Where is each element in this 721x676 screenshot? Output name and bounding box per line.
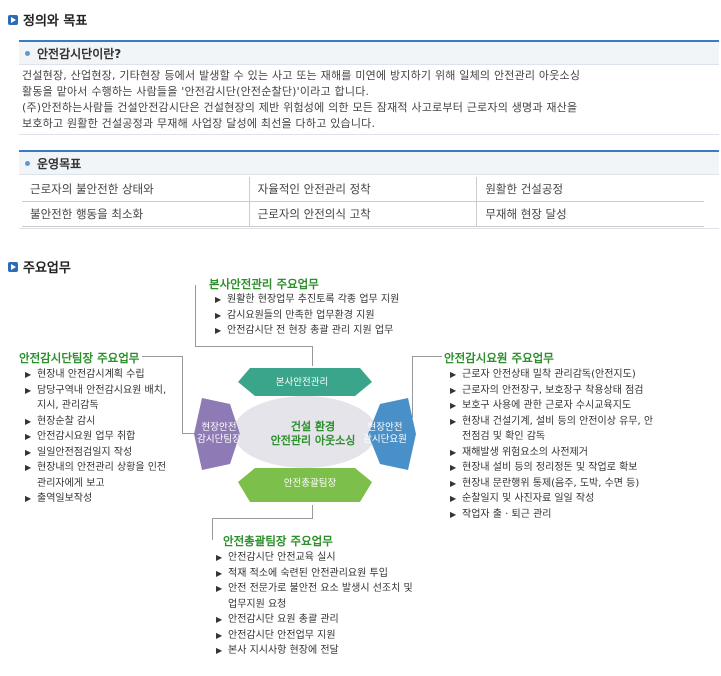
table-row: 근로자의 불안전한 상태와 자율적인 안전관리 정착 원활한 건설공정 — [22, 177, 704, 202]
list-item: 근로자 안전상태 밀착 관리감독(안전지도) — [450, 367, 662, 383]
bullet-dot-icon — [25, 160, 30, 166]
list-item: 보호구 사용에 관한 근로자 수시교육지도 — [450, 398, 662, 414]
bullet-dot-icon — [25, 50, 30, 56]
right-petal-label: 현장안전 감시단요원 — [354, 422, 416, 446]
table-cell: 근로자의 안전의식 고착 — [249, 201, 478, 227]
role-title-hq: 본사안전관리 주요업무 — [209, 277, 319, 291]
list-item: 안전감시요원 업무 취합 — [25, 429, 177, 445]
connector-line — [412, 356, 413, 418]
definition-line: 활동을 맡아서 수행하는 사람들을 '안전감시단(안전순찰단)'이라고 합니다. — [22, 85, 370, 98]
connector-line — [312, 505, 313, 519]
left-petal-label: 현장안전 감시단팀장 — [196, 422, 242, 446]
section-title-duties: 주요업무 — [8, 257, 71, 276]
section-title-text: 주요업무 — [23, 261, 71, 276]
list-item: 안전 전문가로 불안전 요소 발생시 선조치 및 업무지원 요청 — [216, 581, 414, 612]
definition-line: 건설현장, 산업현장, 기타현장 등에서 발생할 수 있는 사고 또는 재해를 … — [22, 69, 581, 82]
role-title-monitor: 안전감시요원 주요업무 — [444, 351, 554, 365]
connector-line — [212, 518, 312, 519]
connector-line — [212, 518, 213, 540]
connector-line — [412, 356, 442, 357]
list-item: 순찰일지 및 사진자료 일일 작성 — [450, 491, 662, 507]
right-petal — [368, 398, 416, 470]
list-item: 재해발생 위험요소의 사전제거 — [450, 445, 662, 461]
arrow-box-icon — [8, 261, 18, 272]
role-title-team-leader: 안전감시단팀장 주요업무 — [19, 351, 140, 365]
section-title-definition: 정의와 목표 — [8, 10, 87, 29]
list-item: 안전감시단 전 현장 총괄 관리 지원 업무 — [215, 323, 415, 339]
list-item: 적재 적소에 숙련된 안전관리요원 투입 — [216, 566, 414, 582]
list-item: 안전감시단 안전교육 실시 — [216, 550, 414, 566]
left-petal — [194, 398, 240, 470]
table-cell: 불안전한 행동을 최소화 — [22, 201, 250, 227]
center-ellipse — [233, 396, 377, 468]
list-item: 작업자 출 · 퇴근 관리 — [450, 507, 662, 523]
list-item: 현장내 문란행위 통제(음주, 도박, 수면 등) — [450, 476, 662, 492]
list-item: 현장내 건설기계, 설비 등의 안전이상 유무, 안전점검 및 확인 감독 — [450, 414, 662, 445]
section-title-text: 정의와 목표 — [23, 14, 88, 29]
definition-line: (주)안전하는사람들 건설안전감시단은 건설현장의 제반 위험성에 의한 모든 … — [22, 101, 578, 114]
petal-label-line: 감시단팀장 — [197, 434, 241, 445]
connector-line — [195, 285, 196, 347]
list-item: 현장내 안전감시계획 수립 — [25, 367, 177, 383]
list-item: 출역일보작성 — [25, 491, 177, 507]
table-cell: 자율적인 안전관리 정착 — [249, 177, 478, 202]
list-item: 감시요원들의 만족한 업무환경 지원 — [215, 308, 415, 324]
bottom-petal — [238, 468, 372, 502]
goals-header: 운영목표 — [19, 150, 719, 175]
connector-line — [182, 433, 200, 434]
role-list-hq: 원활한 현장업무 추진토록 각종 업무 지원 감시요원들의 만족한 업무환경 지… — [215, 292, 415, 339]
list-item: 근로자의 안전장구, 보호장구 착용상태 점검 — [450, 383, 662, 399]
role-list-monitor: 근로자 안전상태 밀착 관리감독(안전지도) 근로자의 안전장구, 보호장구 착… — [450, 367, 662, 522]
goals-header-text: 운영목표 — [37, 156, 82, 171]
connector-line — [142, 356, 182, 357]
table-cell: 원활한 건설공정 — [476, 177, 704, 202]
petal-label-line: 현장안전 — [367, 422, 403, 433]
list-item: 본사 지시사항 현장에 전달 — [216, 643, 414, 659]
duties-diagram — [194, 368, 416, 502]
connector-line — [312, 346, 313, 366]
petal-label-line: 감시단요원 — [363, 434, 407, 445]
definition-line: 보호하고 원활한 건설공정과 무재해 사업장 달성에 최선을 다하고 있습니다. — [22, 117, 376, 130]
top-petal-label: 본사안전관리 — [275, 377, 329, 388]
center-label-line: 건설 환경 — [290, 420, 336, 433]
center-label: 건설 환경 안전관리 아웃소싱 — [250, 420, 376, 448]
role-list-team-leader: 현장내 안전감시계획 수립 담당구역내 안전감시요원 배치, 지시, 관리감독 … — [25, 367, 177, 507]
petal-label-line: 현장안전 — [201, 422, 237, 433]
divider — [19, 134, 719, 135]
role-list-general-manager: 안전감시단 안전교육 실시 적재 적소에 숙련된 안전관리요원 투입 안전 전문… — [216, 550, 414, 659]
connector-line — [195, 346, 312, 347]
arrow-box-icon — [8, 14, 18, 25]
table-row: 불안전한 행동을 최소화 근로자의 안전의식 고착 무재해 현장 달성 — [22, 201, 704, 227]
list-item: 현장순찰 감시 — [25, 414, 177, 430]
list-item: 안전감시단 안전업무 지원 — [216, 628, 414, 644]
list-item: 일일안전점검일지 작성 — [25, 445, 177, 461]
table-cell: 근로자의 불안전한 상태와 — [22, 177, 250, 202]
list-item: 현장내의 안전관리 상황을 인전 관리자에게 보고 — [25, 460, 177, 491]
top-petal — [238, 368, 372, 396]
definition-text: 건설현장, 산업현장, 기타현장 등에서 발생할 수 있는 사고 또는 재해를 … — [22, 68, 718, 132]
connector-line — [182, 356, 183, 434]
divider — [19, 228, 719, 229]
center-label-line: 안전관리 아웃소싱 — [270, 434, 356, 447]
definition-header: 안전감시단이란? — [19, 40, 719, 65]
list-item: 원활한 현장업무 추진토록 각종 업무 지원 — [215, 292, 415, 308]
role-title-general-manager: 안전총괄팀장 주요업무 — [223, 534, 333, 548]
list-item: 안전감시단 요원 총괄 관리 — [216, 612, 414, 628]
goals-table: 근로자의 불안전한 상태와 자율적인 안전관리 정착 원활한 건설공정 불안전한… — [22, 177, 704, 227]
list-item: 현장내 설비 등의 정리정돈 및 작업로 확보 — [450, 460, 662, 476]
bottom-petal-label: 안전총괄팀장 — [283, 478, 337, 489]
list-item: 담당구역내 안전감시요원 배치, 지시, 관리감독 — [25, 383, 177, 414]
definition-header-text: 안전감시단이란? — [37, 46, 122, 61]
table-cell: 무재해 현장 달성 — [476, 201, 704, 227]
